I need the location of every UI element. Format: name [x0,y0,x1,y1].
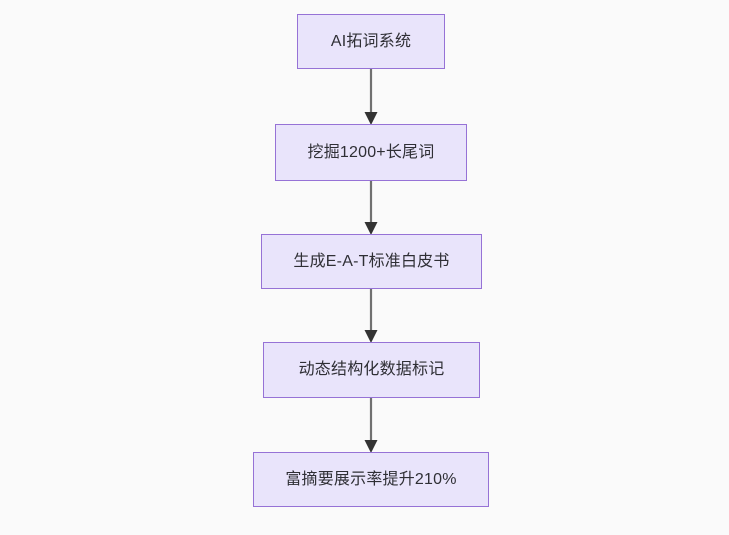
flow-node-generate-eat-whitepaper[interactable]: 生成E-A-T标准白皮书 [261,234,482,289]
flow-node-dynamic-structured-data-markup[interactable]: 动态结构化数据标记 [263,342,480,398]
flow-node-label: 生成E-A-T标准白皮书 [293,252,450,270]
flow-node-ai-keyword-system[interactable]: AI拓词系统 [297,14,445,69]
flow-node-label: AI拓词系统 [330,32,412,50]
flow-node-mine-longtail-keywords[interactable]: 挖掘1200+长尾词 [275,124,467,181]
edge-n4-n5 [355,397,387,454]
edge-n3-n4 [355,288,387,344]
flow-node-label: 富摘要展示率提升210% [285,470,457,488]
flow-node-rich-snippet-impression-lift[interactable]: 富摘要展示率提升210% [253,452,489,507]
flow-node-label: 动态结构化数据标记 [298,361,445,378]
edge-n1-n2 [355,68,387,126]
flow-node-label: 挖掘1200+长尾词 [307,143,435,161]
edge-n2-n3 [355,180,387,236]
